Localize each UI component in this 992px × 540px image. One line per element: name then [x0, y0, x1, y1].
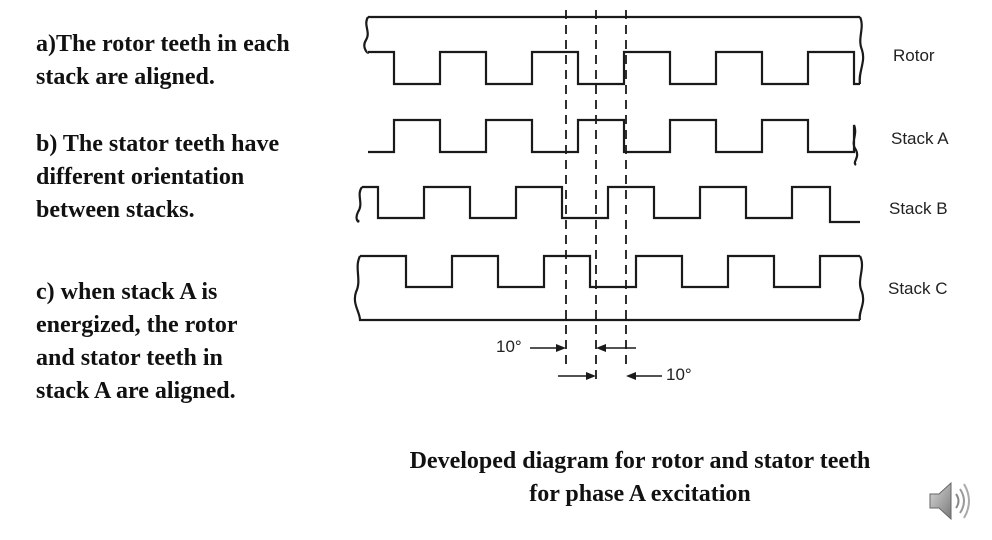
stack-b-profile	[355, 185, 860, 224]
note-rotor-aligned: a)The rotor teeth in each stack are alig…	[36, 31, 290, 90]
label-rotor: Rotor	[893, 46, 935, 65]
label-stack-b: Stack B	[889, 199, 948, 218]
stack-c-profile	[353, 254, 865, 322]
dim-arrow-3-head	[586, 372, 596, 380]
note-stator-orientation: b) The stator teeth have different orien…	[36, 131, 280, 223]
caption-line-2: for phase A excitation	[529, 481, 751, 507]
dim-arrow-2-head	[596, 344, 606, 352]
label-stack-a: Stack A	[891, 129, 949, 148]
dim-arrow-1-head	[556, 344, 566, 352]
note-stack-a-energized: c) when stack A is energized, the rotor …	[36, 279, 238, 404]
stack-a-profile	[368, 118, 859, 166]
label-stack-c: Stack C	[888, 279, 948, 298]
label-angle-left: 10°	[496, 337, 522, 356]
caption-line-1: Developed diagram for rotor and stator t…	[409, 448, 871, 474]
dim-arrow-4-head	[626, 372, 636, 380]
rotor-profile	[363, 15, 865, 86]
label-angle-right: 10°	[666, 365, 692, 384]
speaker-icon[interactable]	[926, 478, 974, 524]
